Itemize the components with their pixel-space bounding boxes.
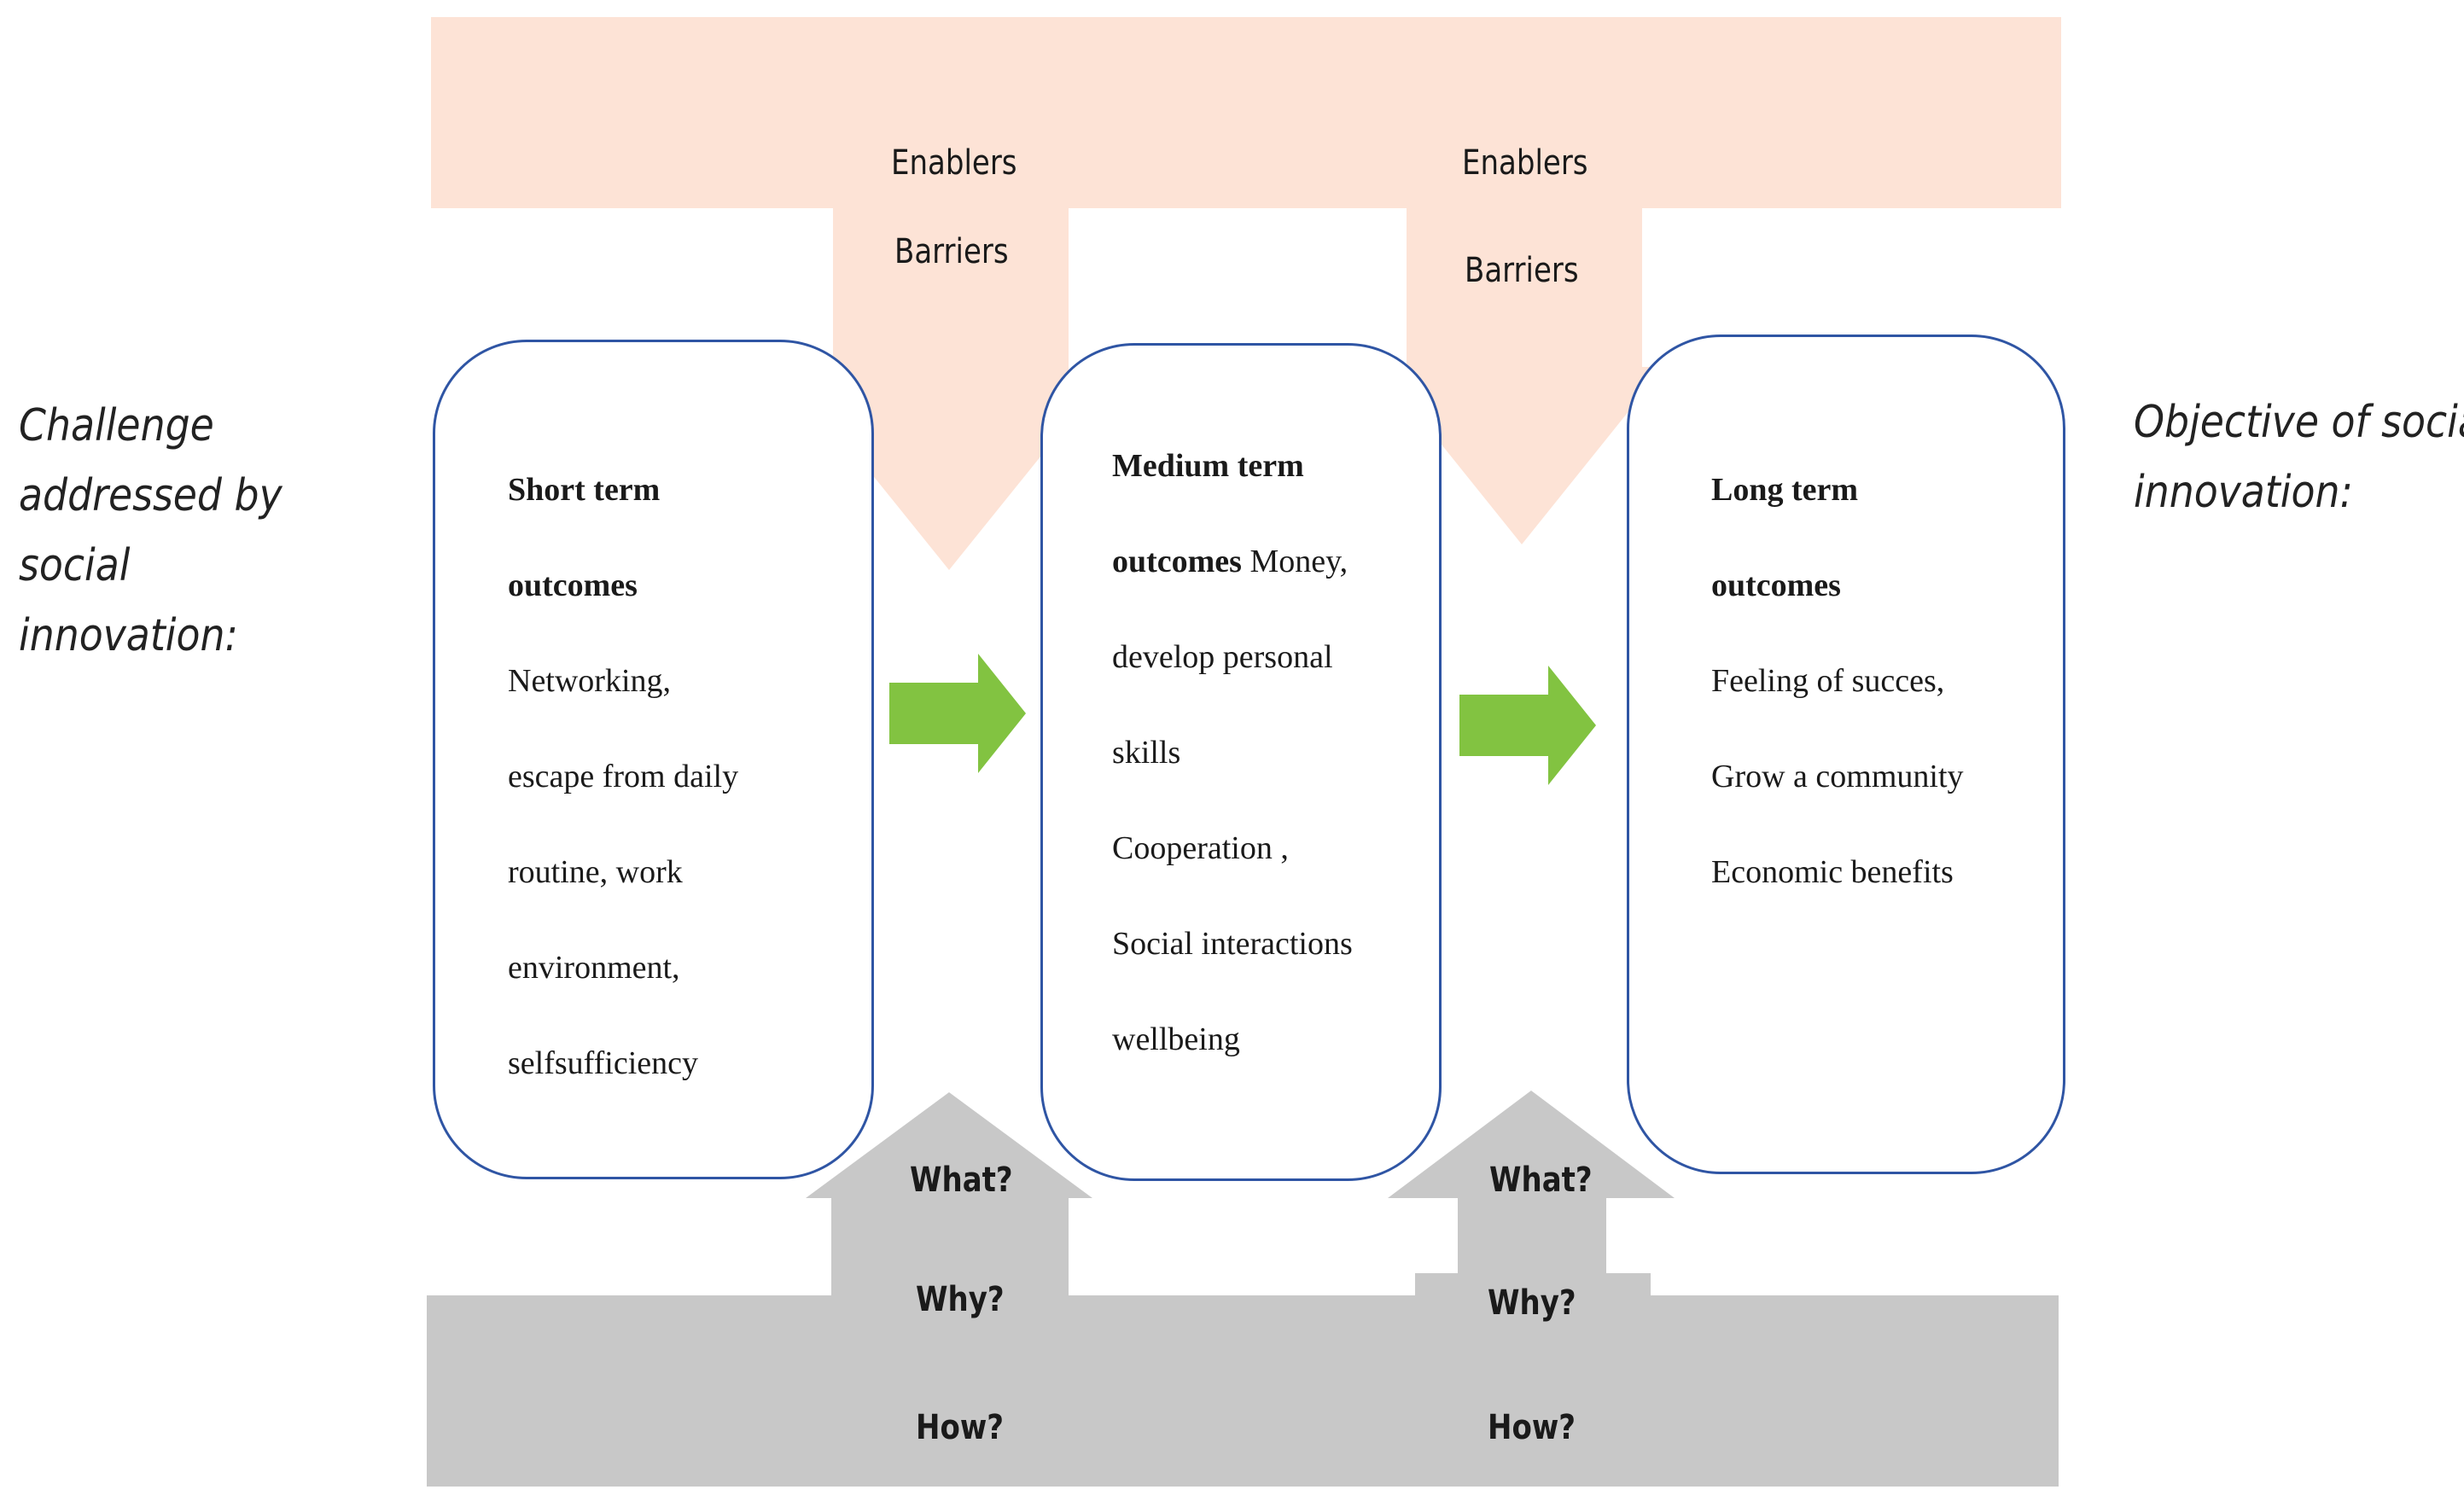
short-term-title-1: Short term [508, 472, 661, 508]
enablers-label-right: Enablers [1462, 143, 1588, 183]
medium-term-box [1040, 343, 1442, 1181]
challenge-line-4: innovation: [19, 610, 238, 661]
flow-arrow-short-to-medium [889, 654, 1026, 773]
objective-line-1: Objective of social [2134, 397, 2464, 448]
challenge-line-3: social [19, 540, 131, 591]
how-label-right: How? [1488, 1408, 1576, 1447]
short-term-text: Short term outcomes Networking, escape f… [508, 442, 738, 1111]
long-term-box [1627, 335, 2065, 1174]
short-term-item: escape from daily [508, 759, 739, 794]
short-term-box [433, 340, 874, 1179]
objective-line-2: innovation: [2134, 467, 2353, 518]
barriers-label-left: Barriers [894, 232, 1009, 271]
long-term-item: Grow a community [1711, 759, 1964, 794]
what-label-left: What? [910, 1161, 1013, 1200]
long-term-title-1: Long term [1711, 472, 1859, 508]
short-term-item: Networking, [508, 663, 672, 699]
barriers-label-right: Barriers [1465, 251, 1579, 290]
what-label-right: What? [1489, 1161, 1593, 1200]
enablers-label-left: Enablers [891, 143, 1017, 183]
top-band [431, 17, 2061, 208]
what-why-how-arrow-left [806, 1092, 1092, 1295]
medium-term-item: skills [1112, 735, 1181, 771]
objective-label: Objective of social innovation: [2134, 387, 2464, 527]
medium-term-item: wellbeing [1112, 1021, 1240, 1057]
how-label-left: How? [916, 1408, 1004, 1447]
enablers-barriers-arrow-left [807, 208, 1091, 570]
long-term-item: Economic benefits [1711, 854, 1954, 890]
short-term-item: environment, [508, 950, 680, 986]
why-label-right: Why? [1488, 1283, 1576, 1323]
challenge-line-1: Challenge [19, 400, 214, 451]
why-label-left: Why? [916, 1280, 1005, 1319]
medium-term-item: Cooperation , [1112, 830, 1289, 866]
medium-term-title-1: Medium term [1112, 448, 1304, 484]
long-term-text: Long term outcomes Feeling of succes, Gr… [1711, 442, 1964, 920]
medium-term-item: develop personal [1112, 639, 1333, 675]
flow-arrow-medium-to-long [1459, 666, 1596, 785]
enablers-barriers-arrow-right [1379, 208, 1664, 544]
medium-term-item: Social interactions [1112, 926, 1353, 962]
long-term-item: Feeling of succes, [1711, 663, 1945, 699]
medium-term-title-2: outcomes Money, [1112, 544, 1349, 579]
short-term-item: routine, work [508, 854, 683, 890]
challenge-line-2: addressed by [19, 470, 283, 521]
challenge-label: Challenge addressed by social innovation… [19, 391, 283, 671]
medium-term-text: Medium term outcomes Money, develop pers… [1112, 418, 1353, 1087]
short-term-title-2: outcomes [508, 567, 638, 603]
what-why-how-arrow-right [1388, 1091, 1675, 1487]
long-term-title-2: outcomes [1711, 567, 1841, 603]
bottom-band [427, 1295, 2059, 1487]
short-term-item: selfsufficiency [508, 1045, 698, 1081]
